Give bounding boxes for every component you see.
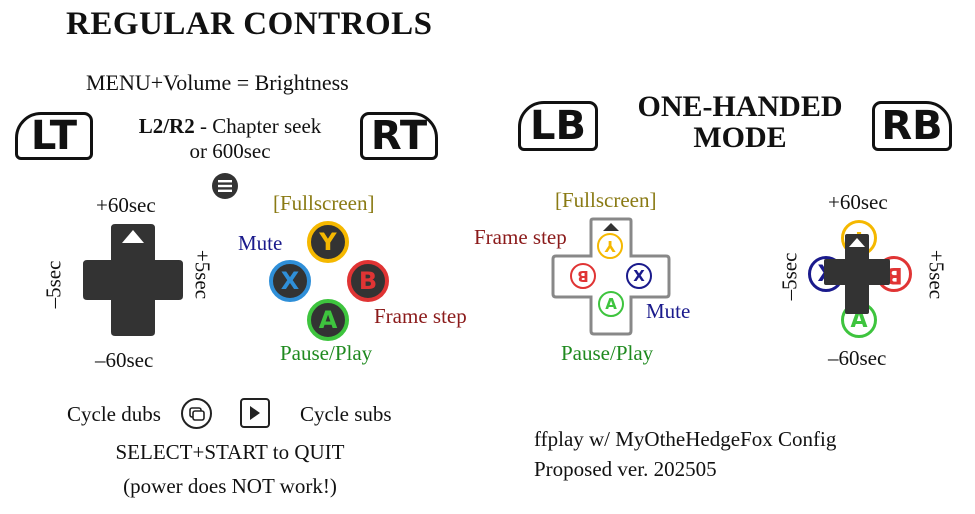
oh-cross-outline xyxy=(551,217,671,336)
y-button: Y xyxy=(307,221,349,263)
dpad-up-arrow-icon xyxy=(122,230,144,243)
oh-mute-label: Mute xyxy=(646,299,691,323)
cycle-subs-label: Cycle subs xyxy=(300,402,392,426)
menu-brightness-text: MENU+Volume = Brightness xyxy=(86,70,349,95)
dpad xyxy=(83,224,183,336)
oh-up-arrow-icon xyxy=(603,223,619,231)
fullscreen-label: [Fullscreen] xyxy=(273,191,375,215)
rt-label: RT xyxy=(370,113,428,159)
one-handed-title-line1: ONE-HANDED xyxy=(637,90,843,123)
oh-a-button: A xyxy=(598,291,624,317)
dpad-left-label: –5sec xyxy=(41,260,66,309)
oh-x-button: X xyxy=(626,263,652,289)
dpad-up-label: +60sec xyxy=(96,193,156,217)
menu-icon xyxy=(212,173,238,199)
lb-label: LB xyxy=(530,103,586,149)
oh-b-button: B xyxy=(570,263,596,289)
rb-button: RB xyxy=(872,101,952,151)
select-start-text: SELECT+START to QUIT xyxy=(115,440,345,464)
chapter-seek-text: L2/R2 - Chapter seek or 600sec xyxy=(115,114,345,164)
pause-play-label: Pause/Play xyxy=(280,341,373,365)
cycle-dubs-label: Cycle dubs xyxy=(67,402,161,426)
lt-button: LT xyxy=(15,112,93,160)
page-title: REGULAR CONTROLS xyxy=(66,6,433,42)
rb-label: RB xyxy=(881,103,943,149)
dpad-right-label: +5sec xyxy=(190,249,215,300)
chapter-seek-desc2: or 600sec xyxy=(189,139,271,163)
oh-dpad-overlay xyxy=(824,234,890,314)
oh-x-label: X xyxy=(633,267,645,285)
dpad-down-label: –60sec xyxy=(95,348,154,372)
x-button: X xyxy=(269,260,311,302)
oh-pause-play-label: Pause/Play xyxy=(561,341,654,365)
power-note-text: (power does NOT work!) xyxy=(123,474,337,498)
b-button: B xyxy=(347,260,389,302)
oh-r-down-label: –60sec xyxy=(828,346,887,370)
oh-a-label: A xyxy=(605,295,617,313)
mute-label: Mute xyxy=(238,231,283,255)
one-handed-title-line2: MODE xyxy=(693,121,787,154)
b-button-label: B xyxy=(358,267,378,295)
ffplay-line2: Proposed ver. 202505 xyxy=(534,457,717,481)
one-handed-title: ONE-HANDED MODE xyxy=(615,91,865,153)
oh-r-left-label: –5sec xyxy=(777,252,802,301)
y-button-label: Y xyxy=(319,228,337,256)
chapter-seek-desc: - Chapter seek xyxy=(194,114,322,138)
lt-label: LT xyxy=(30,113,78,159)
lb-button: LB xyxy=(518,101,598,151)
rt-button: RT xyxy=(360,112,438,160)
oh-y-button: Y xyxy=(597,233,623,259)
oh-r-up-label: +60sec xyxy=(828,190,888,214)
oh-fullscreen-label: [Fullscreen] xyxy=(555,188,657,212)
view-icon xyxy=(181,398,212,429)
x-button-label: X xyxy=(280,267,300,295)
oh-y-label: Y xyxy=(604,237,616,255)
a-button-label: A xyxy=(318,306,338,334)
oh-dpad-up-arrow-icon xyxy=(849,238,865,247)
ffplay-line1: ffplay w/ MyOtheHedgeFox Config xyxy=(534,427,837,451)
oh-r-right-label: +5sec xyxy=(924,249,949,300)
chapter-seek-key: L2/R2 xyxy=(138,114,195,138)
play-icon xyxy=(240,398,270,428)
a-button: A xyxy=(307,299,349,341)
frame-step-label: Frame step xyxy=(374,304,467,328)
oh-frame-step-label: Frame step xyxy=(474,225,567,249)
oh-b-label: B xyxy=(577,267,589,285)
